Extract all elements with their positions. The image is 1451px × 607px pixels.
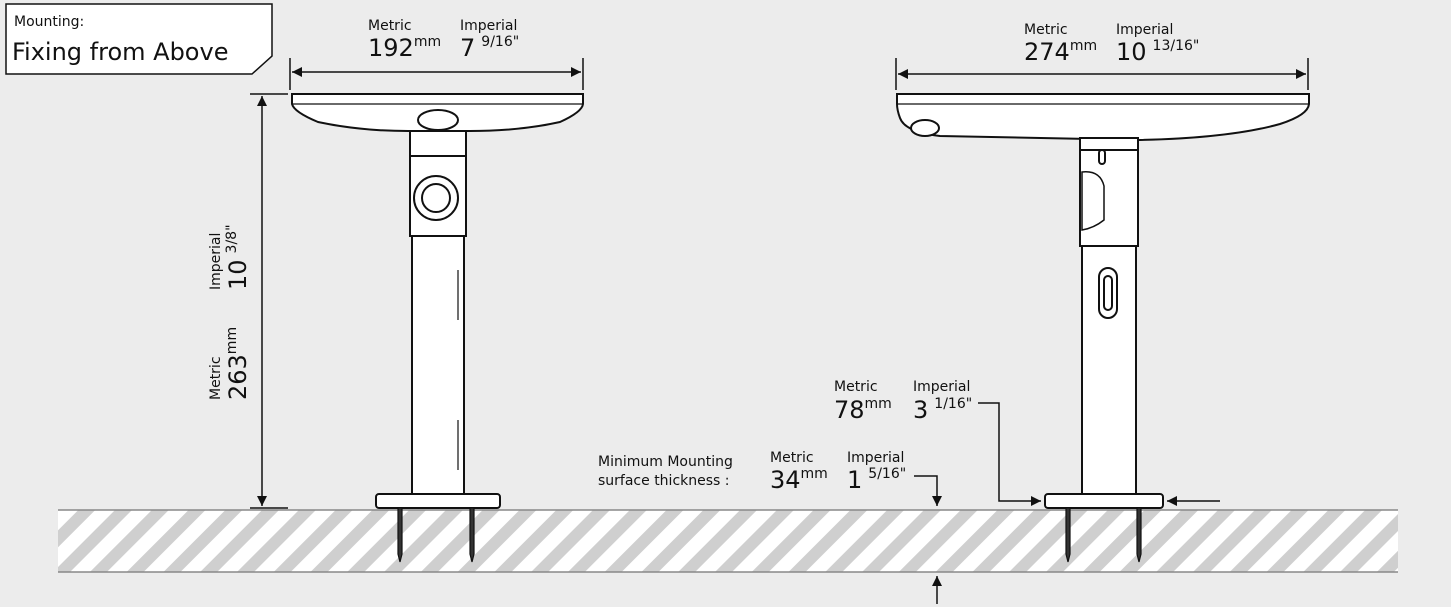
svg-text:Metric: Metric: [368, 18, 412, 34]
mounting-surface: [58, 510, 1398, 572]
svg-text:15/16": 15/16": [847, 466, 906, 494]
svg-text:78mm: 78mm: [834, 396, 892, 424]
left-height-label: Metric 263mm Imperial 103/8": [208, 224, 252, 400]
svg-text:Metric: Metric: [208, 356, 224, 400]
thickness-label: Minimum Mounting surface thickness : Met…: [598, 450, 906, 494]
svg-text:Imperial: Imperial: [913, 379, 970, 395]
svg-text:34mm: 34mm: [770, 466, 828, 494]
svg-text:274mm: 274mm: [1024, 38, 1097, 66]
svg-text:surface thickness :: surface thickness :: [598, 473, 730, 489]
svg-text:79/16": 79/16": [460, 34, 519, 62]
title-value: Fixing from Above: [12, 38, 228, 66]
thickness-leader-top: [914, 475, 942, 506]
base-leader-left: [978, 402, 1041, 506]
svg-text:192mm: 192mm: [368, 34, 441, 62]
svg-text:Imperial: Imperial: [208, 233, 224, 290]
title-box: Mounting: Fixing from Above: [5, 3, 273, 75]
title-label: Mounting:: [14, 14, 84, 30]
right-mount: [896, 93, 1310, 563]
svg-text:Imperial: Imperial: [1116, 22, 1173, 38]
left-mount: [291, 93, 584, 563]
svg-text:Metric: Metric: [1024, 22, 1068, 38]
svg-text:Minimum Mounting: Minimum Mounting: [598, 454, 733, 470]
svg-text:Metric: Metric: [834, 379, 878, 395]
svg-text:Metric: Metric: [770, 450, 814, 466]
svg-text:103/8": 103/8": [224, 224, 252, 290]
svg-text:Imperial: Imperial: [460, 18, 517, 34]
dimension-lines: [250, 58, 1309, 604]
svg-text:263mm: 263mm: [224, 327, 252, 400]
svg-text:Imperial: Imperial: [847, 450, 904, 466]
svg-text:31/16": 31/16": [913, 396, 972, 424]
